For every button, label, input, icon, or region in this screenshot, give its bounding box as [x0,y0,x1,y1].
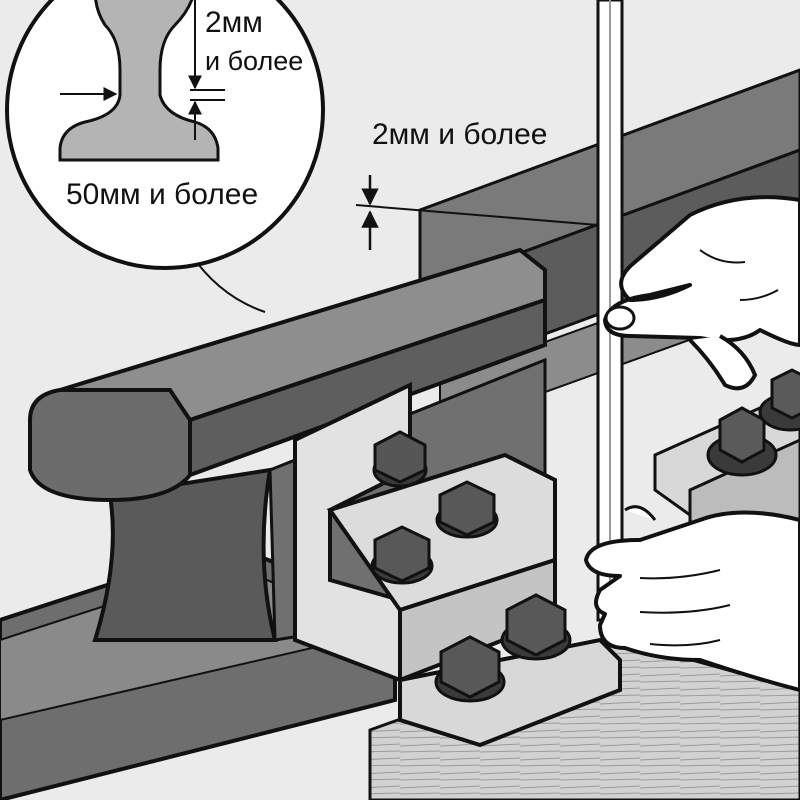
inset-top-suffix: и более [205,46,304,76]
bolt-icon [434,635,506,703]
inset-top-value: 2мм [205,6,263,39]
bolt-icon [372,430,428,488]
inset-bottom-label: 50мм и более [66,178,259,211]
gap-dimension [355,175,599,250]
bolt-icon [435,480,499,539]
bolt-icon [706,406,778,477]
bolt-icon [370,525,434,585]
foreground-rail [0,247,547,800]
gap-label: 2мм и более [372,118,548,151]
hand-icon [603,195,800,391]
rail-profile-inset [5,0,325,270]
bolt-icon [758,368,800,432]
hand-icon [584,505,800,692]
bolt-icon [500,593,572,661]
